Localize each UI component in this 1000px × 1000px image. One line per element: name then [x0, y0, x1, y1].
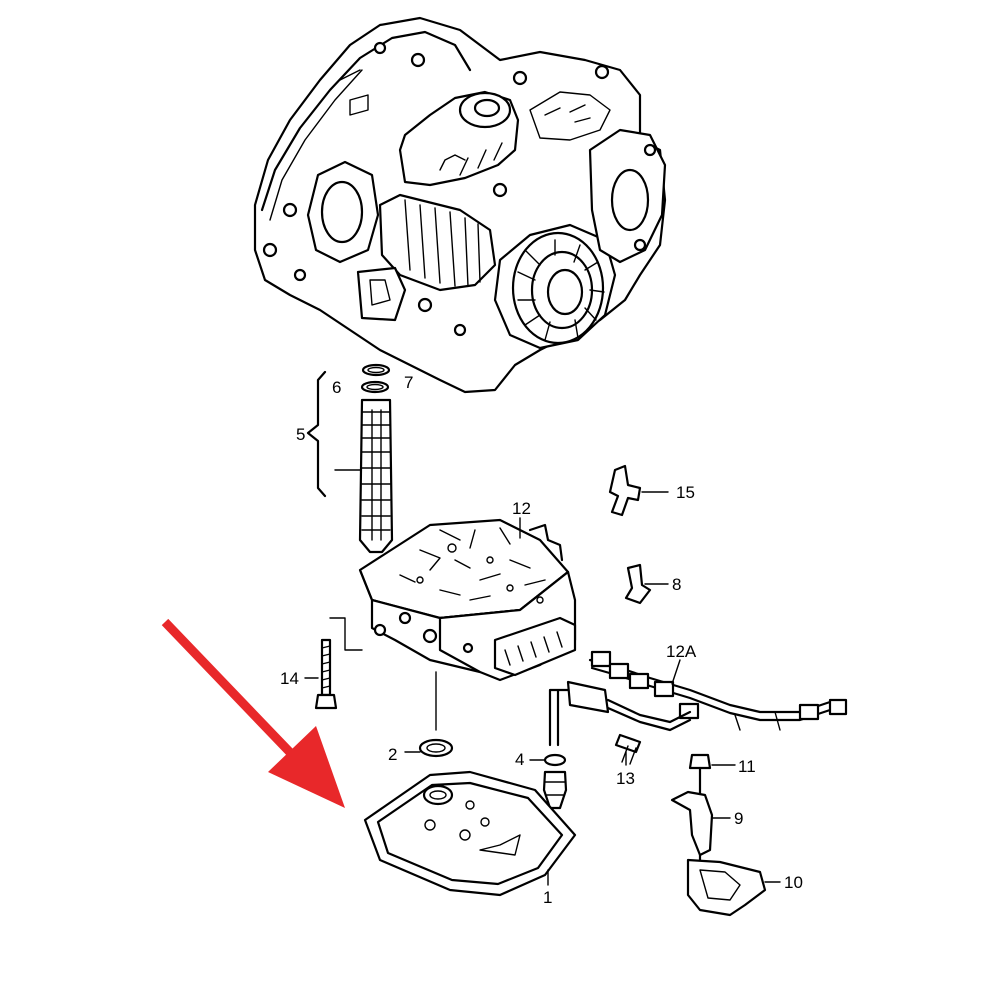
callout-2: 2 — [388, 745, 397, 764]
callout-10: 10 — [784, 873, 803, 892]
o-ring-part-7 — [361, 363, 391, 377]
callout-12A: 12A — [666, 642, 697, 661]
callout-15: 15 — [676, 483, 695, 502]
callout-5: 5 — [296, 425, 305, 444]
red-pointer-arrow — [161, 618, 345, 808]
clip-part-15 — [608, 464, 669, 517]
transmission-housing — [253, 16, 667, 394]
callout-8: 8 — [672, 575, 681, 594]
wiring-harness-part-12A — [548, 650, 848, 747]
bracket-part-10 — [686, 858, 781, 917]
callout-9: 9 — [734, 809, 743, 828]
valve-assembly-part-5 — [306, 370, 394, 554]
seal-ring-part-2 — [404, 738, 454, 758]
filter-part-1 — [363, 770, 577, 897]
callout-6: 6 — [332, 378, 341, 397]
callout-1: 1 — [543, 888, 552, 907]
callout-13: 13 — [616, 769, 635, 788]
callout-14: 14 — [280, 669, 299, 688]
bracket-part-9 — [670, 790, 731, 857]
bolt-part-13 — [614, 733, 642, 766]
seal-part-4 — [529, 753, 567, 767]
callout-12: 12 — [512, 499, 531, 518]
valve-body-part-12 — [329, 517, 577, 731]
callout-11: 11 — [738, 757, 756, 776]
sensor-plug — [542, 770, 568, 810]
o-ring-part-6 — [360, 380, 390, 394]
bolt-part-14 — [304, 638, 338, 710]
callout-7: 7 — [404, 373, 413, 392]
callout-4: 4 — [515, 750, 524, 769]
bracket-part-8 — [624, 563, 669, 605]
